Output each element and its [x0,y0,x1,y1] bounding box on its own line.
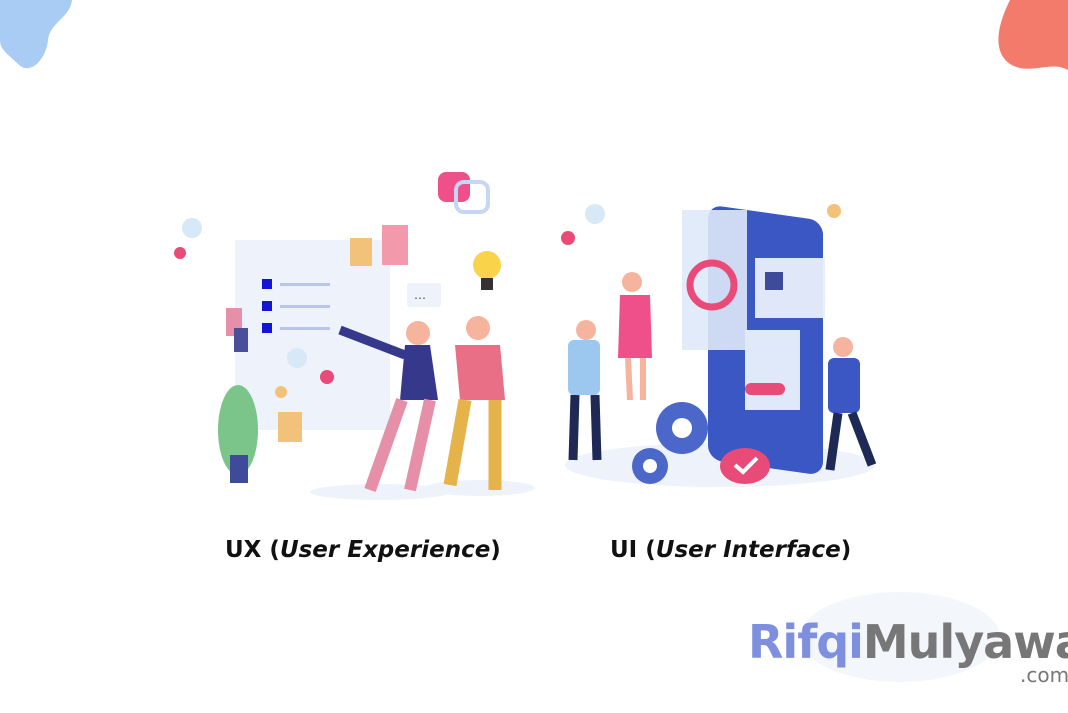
ux-illustration: … [174,172,535,500]
watermark-logo: RifqiMulyawan [748,615,1068,669]
svg-text:…: … [414,288,426,302]
watermark-cloud [800,592,1000,682]
ui-illustration [561,204,877,487]
ux-caption-suffix: ) [490,537,501,563]
watermark-part1: Rifqi [748,615,864,669]
watermark-part2: Mulyawan [862,615,1068,669]
ux-caption: UX (User Experience) [225,537,501,563]
ui-caption-suffix: ) [840,537,852,563]
ux-caption-italic: User Experience [279,537,491,563]
ui-caption: UI (User Interface) [610,537,851,563]
corner-blob-right [998,0,1068,70]
ui-caption-italic: User Interface [655,537,841,563]
ux-caption-prefix: UX ( [225,537,280,563]
ui-caption-prefix: UI ( [610,537,656,563]
watermark-domain: .com [1020,663,1068,687]
corner-blob-left [0,0,72,69]
